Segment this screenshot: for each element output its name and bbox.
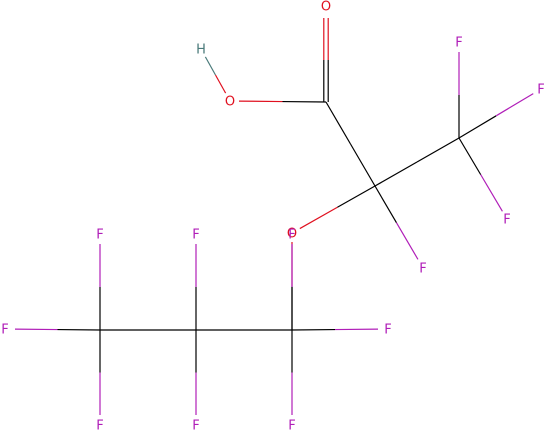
- bond-c-alpha-c-cf3-a: [374, 161, 418, 187]
- atom-f-c3-bottom: F: [288, 419, 295, 430]
- atom-f-c3-right: F: [384, 323, 391, 338]
- bond-c-carboxyl-c-alpha-a: [325, 101, 352, 145]
- bond-c-alpha-c-cf3-b: [416, 137, 460, 163]
- atom-f-cf3-top: F: [455, 36, 462, 51]
- bond-c-cf3-f-cf3-right-b: [495, 93, 534, 117]
- bond-h-hydroxyl-o-hydroxyl-b: [214, 74, 227, 94]
- bond-c-alpha-o-ether-a: [337, 185, 376, 208]
- atom-f-alpha: F: [419, 262, 426, 277]
- atom-f-c3-top: F: [288, 228, 295, 243]
- atom-f-cf3-bottom: F: [503, 213, 510, 228]
- bond-c-cf3-f-cf3-bottom-b: [480, 174, 503, 212]
- atom-o-hydroxyl: O: [225, 95, 235, 110]
- atom-f-c1-top: F: [96, 228, 103, 243]
- atom-f-cf3-right: F: [537, 83, 544, 98]
- atom-o-ether: O: [287, 227, 297, 242]
- bond-c-alpha-f-alpha-a: [374, 185, 397, 223]
- bonds: [14, 18, 534, 415]
- bond-c-carboxyl-c-alpha-b: [349, 143, 376, 187]
- atom-h-hydroxyl: H: [196, 43, 206, 58]
- atom-o-carbonyl: O: [321, 0, 331, 15]
- atom-f-c2-top: F: [192, 228, 199, 243]
- atom-f-c2-bottom: F: [192, 419, 199, 430]
- atom-f-c1-left: F: [1, 323, 8, 338]
- bond-c-alpha-o-ether-b: [299, 206, 338, 230]
- bond-c-alpha-f-alpha-b: [395, 222, 419, 260]
- bond-c-cf3-f-cf3-bottom-a: [458, 137, 482, 175]
- bond-c-cf3-f-cf3-right-a: [458, 115, 497, 139]
- atom-f-c1-bottom: F: [96, 419, 103, 430]
- bond-h-hydroxyl-o-hydroxyl-a: [204, 56, 217, 76]
